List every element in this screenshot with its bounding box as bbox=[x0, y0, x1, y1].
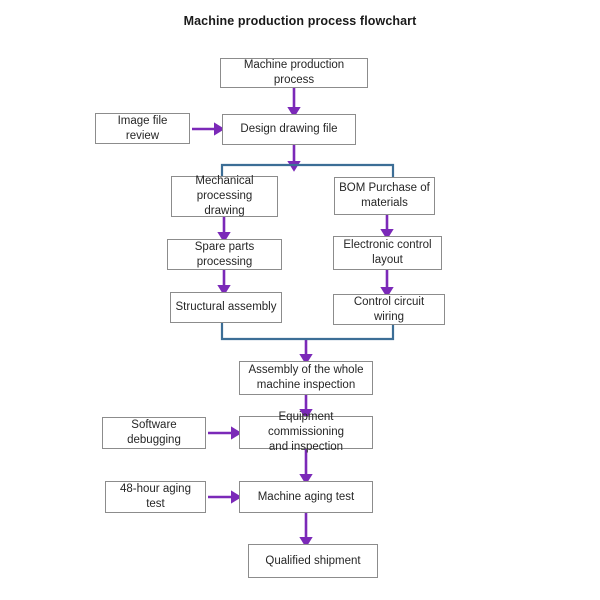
node-machine-production-process[interactable]: Machine production process bbox=[220, 58, 368, 88]
node-label-line-2: and inspection bbox=[268, 441, 344, 453]
node-equipment-commissioning-and-inspection[interactable]: Equipment commissioning and inspection bbox=[239, 411, 373, 453]
node-label: Control circuit wiring bbox=[353, 295, 425, 323]
node-label-line-2: layout bbox=[372, 254, 403, 266]
node-label: Qualified shipment bbox=[265, 554, 361, 567]
node-structural-assembly[interactable]: Structural assembly bbox=[170, 292, 282, 323]
node-label: Design drawing file bbox=[240, 123, 338, 135]
node-software-debugging[interactable]: Software debugging bbox=[102, 417, 206, 449]
node-machine-aging-test[interactable]: Machine aging test bbox=[239, 481, 373, 513]
node-label: 48-hour aging test bbox=[120, 483, 191, 510]
node-label-line-2: processing drawing bbox=[196, 190, 253, 217]
node-label-line-2: machine inspection bbox=[256, 379, 356, 391]
node-assembly-of-the-whole-machine-inspection[interactable]: Assembly of the whole machine inspection bbox=[239, 361, 373, 395]
node-label: Machine production process bbox=[243, 59, 345, 86]
node-label-line-1: BOM Purchase of bbox=[339, 182, 430, 194]
node-label-line-2: materials bbox=[361, 197, 408, 209]
node-label: Software debugging bbox=[127, 419, 181, 446]
node-bom-purchase-of-materials[interactable]: BOM Purchase of materials bbox=[334, 177, 435, 215]
node-label: Image file review bbox=[117, 114, 168, 142]
node-label: Structural assembly bbox=[175, 301, 277, 313]
node-electronic-control-layout[interactable]: Electronic control layout bbox=[333, 236, 442, 270]
node-label: Machine aging test bbox=[257, 490, 355, 503]
node-control-circuit-wiring[interactable]: Control circuit wiring bbox=[333, 294, 445, 325]
node-qualified-shipment[interactable]: Qualified shipment bbox=[248, 544, 378, 578]
node-design-drawing-file[interactable]: Design drawing file bbox=[222, 114, 356, 145]
node-spare-parts-processing[interactable]: Spare parts processing bbox=[167, 239, 282, 270]
node-label-line-1: Mechanical bbox=[195, 175, 254, 187]
node-label-line-1: Assembly of the whole bbox=[248, 364, 364, 376]
node-label: Spare parts processing bbox=[194, 240, 255, 268]
node-label-line-1: Equipment commissioning bbox=[267, 411, 345, 438]
node-48-hour-aging-test[interactable]: 48-hour aging test bbox=[105, 481, 206, 513]
node-mechanical-processing-drawing[interactable]: Mechanical processing drawing bbox=[171, 175, 278, 217]
node-image-file-review[interactable]: Image file review bbox=[95, 113, 190, 144]
node-label-line-1: Electronic control bbox=[343, 239, 432, 251]
page-title: Machine production process flowchart bbox=[183, 14, 417, 28]
